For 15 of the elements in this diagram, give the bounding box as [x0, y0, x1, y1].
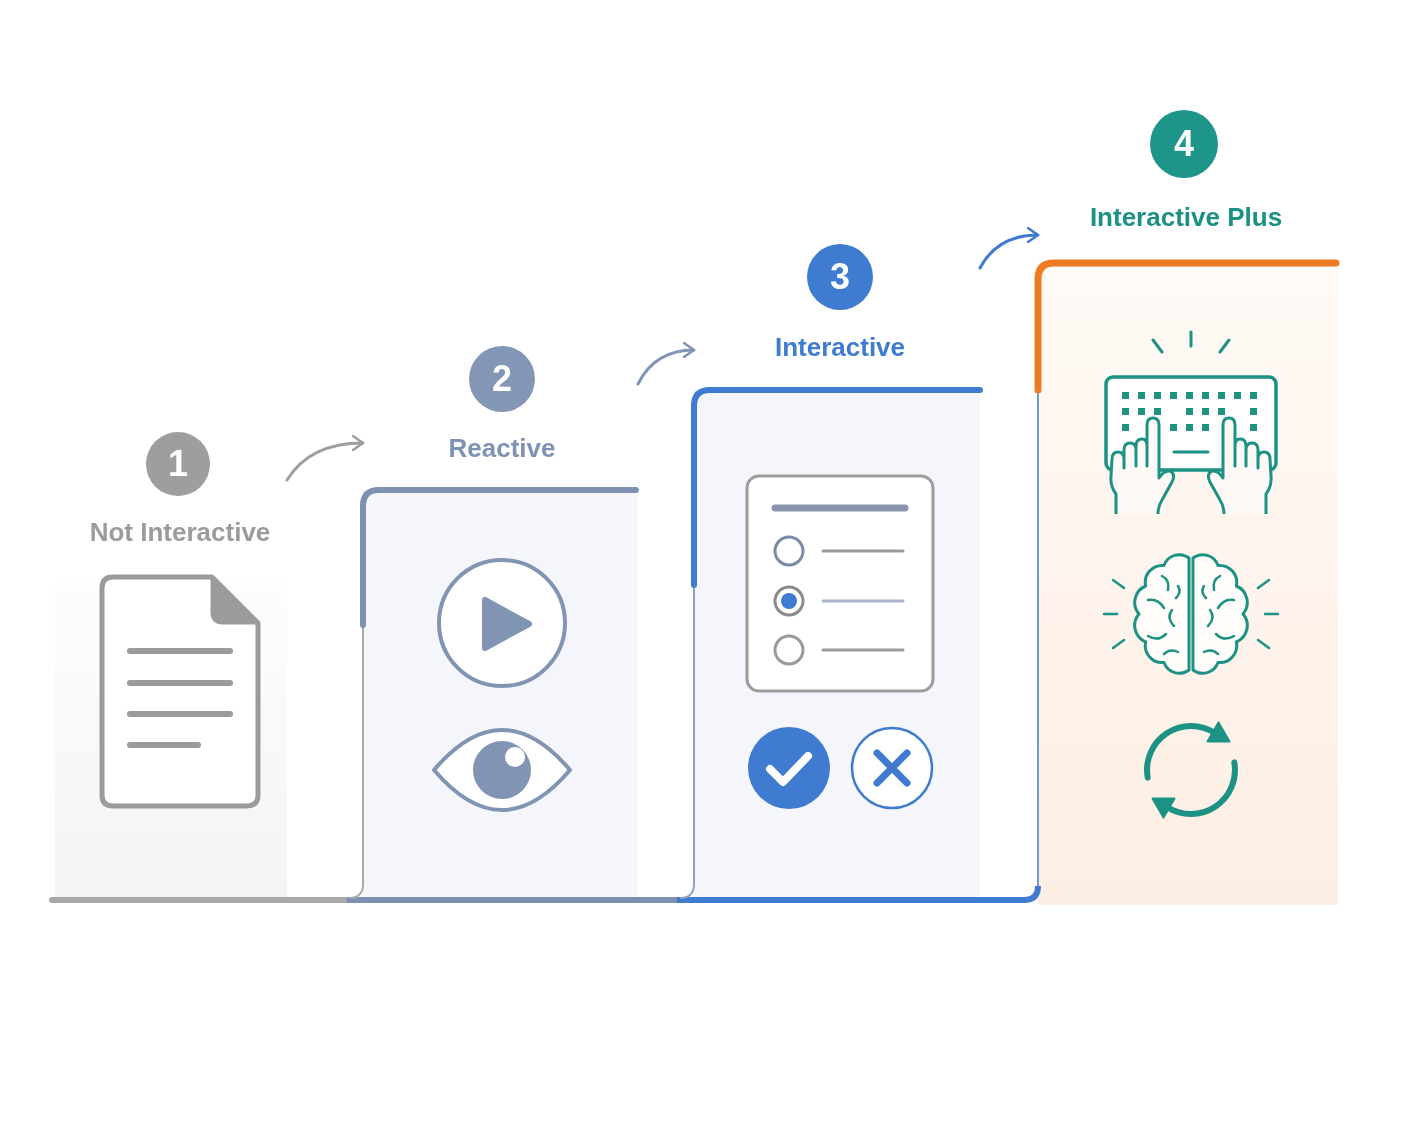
- step-title: Interactive: [774, 332, 906, 362]
- stair-step: [363, 346, 638, 900]
- step-title: Interactive Plus: [1089, 202, 1283, 232]
- stair-step: [1038, 110, 1338, 905]
- curved-arrow: [978, 227, 1040, 270]
- step-title: Reactive: [448, 433, 556, 463]
- stair-step: [694, 244, 980, 900]
- curved-arrow: [636, 342, 696, 386]
- step-number-badge: 2: [469, 346, 535, 412]
- step-number-badge: 1: [146, 432, 210, 496]
- step-number-badge: 3: [807, 244, 873, 310]
- step-title: Not Interactive: [89, 517, 271, 547]
- stair-step: [55, 432, 287, 900]
- curved-arrow: [285, 435, 365, 482]
- step-number-badge: 4: [1150, 110, 1218, 178]
